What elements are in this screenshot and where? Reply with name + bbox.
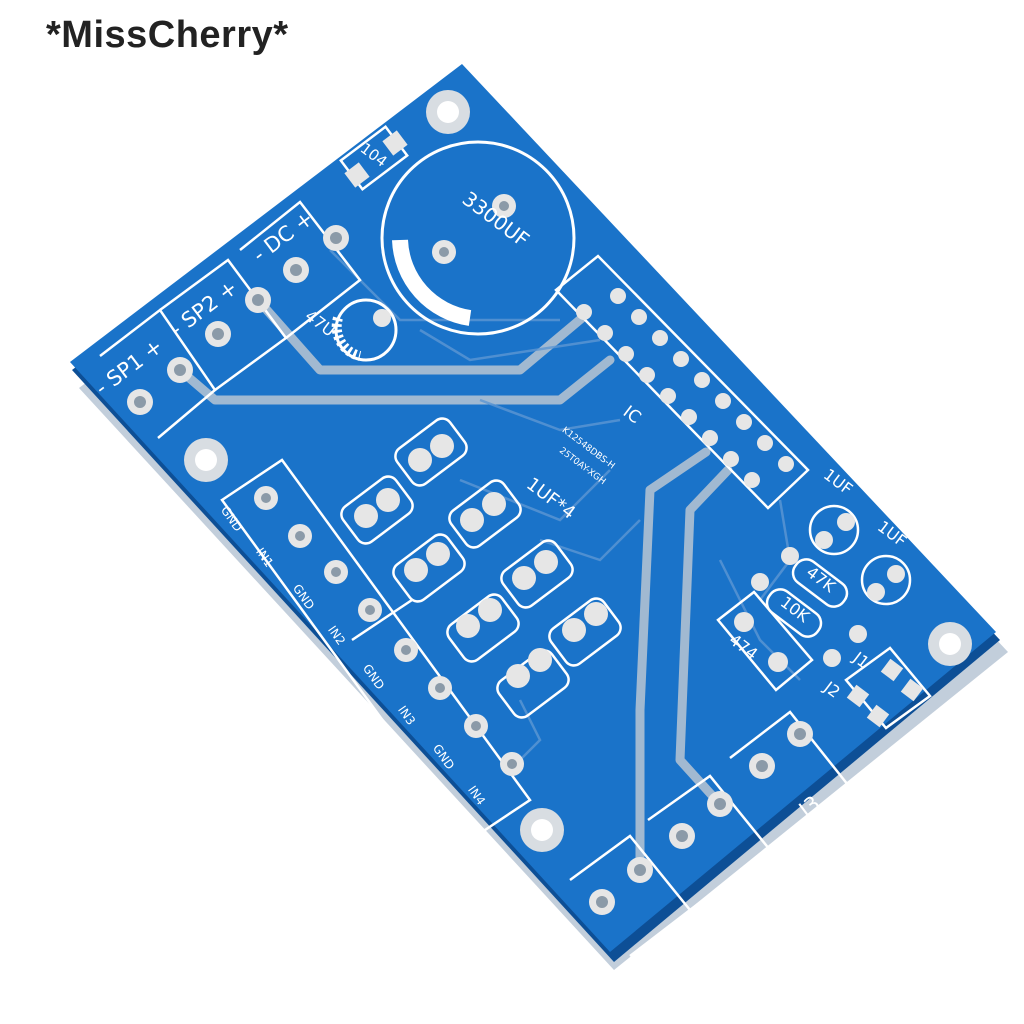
dual-pad-1: [394, 417, 468, 487]
mounting-holes: [184, 90, 972, 852]
capacitor-474: [716, 590, 814, 692]
ic-pin: [681, 409, 697, 425]
ic-pin: [652, 330, 668, 346]
resistor-10k: [765, 588, 823, 638]
ic-pin: [744, 472, 760, 488]
ic-pin: [673, 351, 689, 367]
watermark-text: *MissCherry*: [46, 14, 289, 56]
dual-pad-6: [446, 593, 520, 663]
ic-pin: [778, 456, 794, 472]
dual-pad-7: [548, 597, 622, 667]
ic-pin: [610, 288, 626, 304]
ic-pin: [618, 346, 634, 362]
dual-pad-4: [392, 533, 466, 603]
ic-pin: [694, 372, 710, 388]
ic-pin: [597, 325, 613, 341]
dual-pad-8: [496, 648, 570, 719]
ic-pin: [631, 309, 647, 325]
dual-pad-3: [448, 479, 522, 549]
cap-1uf-a: [808, 504, 860, 556]
ic-pin: [702, 430, 718, 446]
pads-top-left: [127, 225, 349, 415]
cap-1uf-b: [860, 554, 912, 606]
ic-pin: [639, 367, 655, 383]
ic-pin: [576, 304, 592, 320]
ic-pin: [757, 435, 773, 451]
ic-pin: [715, 393, 731, 409]
dual-pad-5: [500, 539, 574, 609]
ic-pin: [736, 414, 752, 430]
dual-pad-2: [340, 475, 414, 545]
resistor-47k: [791, 558, 849, 608]
mount-hole-1-inner: [437, 101, 459, 123]
mount-hole-4-inner: [939, 633, 961, 655]
ic-pin: [660, 388, 676, 404]
ic-pin: [723, 451, 739, 467]
mount-hole-3-inner: [531, 819, 553, 841]
mount-hole-2-inner: [195, 449, 217, 471]
